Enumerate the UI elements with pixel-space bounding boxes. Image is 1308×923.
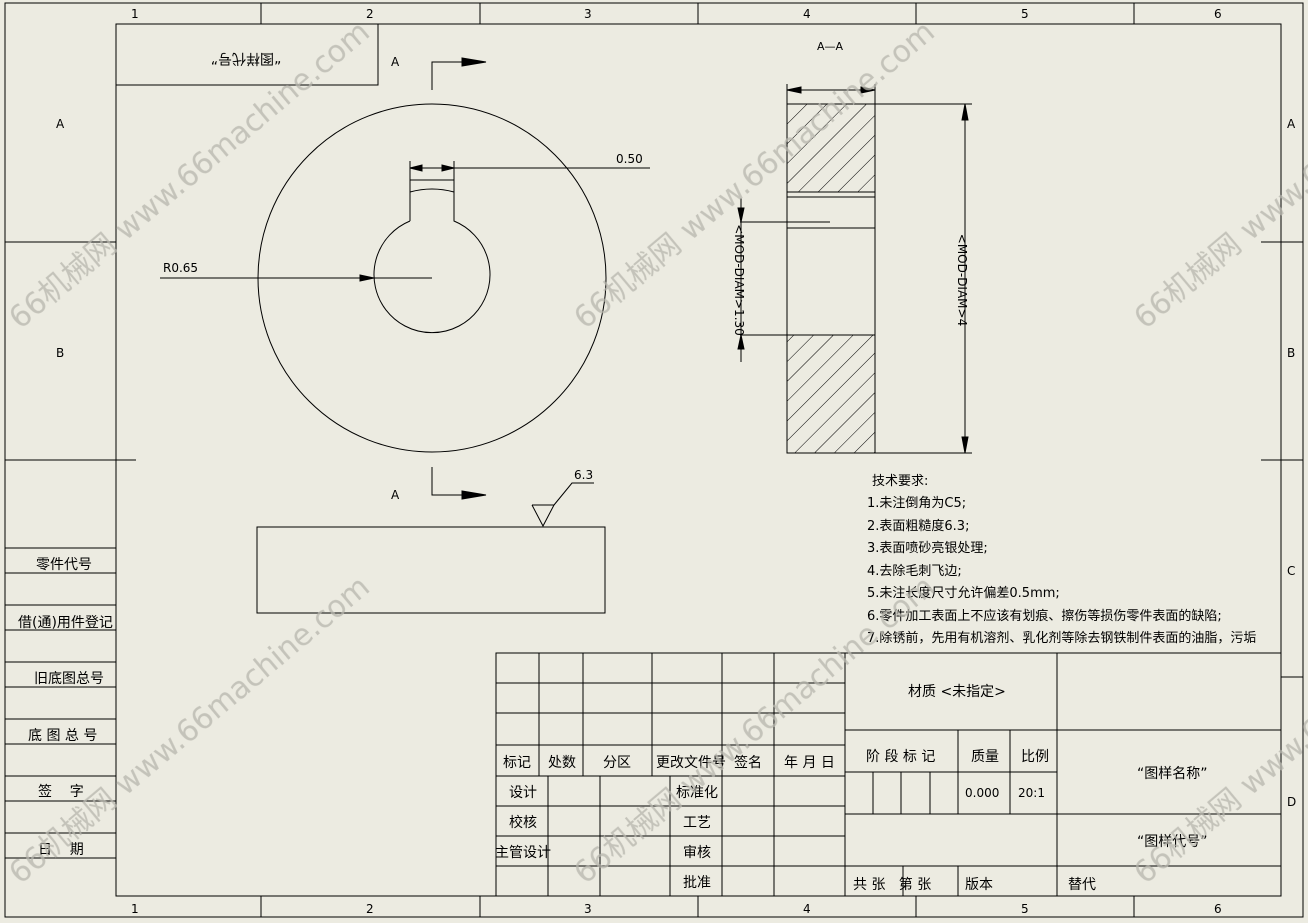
zone-col-top-4: 4 <box>803 7 811 21</box>
zone-row-left-a: A <box>56 117 65 131</box>
zone-col-bottom-3: 3 <box>584 902 592 916</box>
outer-frame <box>4 2 1304 918</box>
strip-part-code: 零件代号 <box>36 557 92 573</box>
approval-rows: 标准化 工艺 审核 批准 <box>676 785 718 891</box>
zone-ticks <box>5 3 1303 917</box>
section-title: A—A <box>817 40 844 53</box>
zone-col-top-3: 3 <box>584 7 592 21</box>
stage-header: 阶 段 标 记 <box>866 749 935 765</box>
zone-col-top-6: 6 <box>1214 7 1222 21</box>
roughness-symbol <box>531 482 594 528</box>
outer-diameter-dim: <MOD-DIAM>4 <box>955 234 969 326</box>
zone-row-right-a: A <box>1287 117 1296 131</box>
edge-view-rect <box>256 526 606 614</box>
zone-col-bottom-2: 2 <box>366 902 374 916</box>
zone-labels: 1 2 3 4 5 6 1 2 3 4 5 6 A B A B C D <box>56 7 1296 916</box>
zone-col-bottom-5: 5 <box>1021 902 1029 916</box>
zone-row-right-b: B <box>1287 346 1295 360</box>
hdr-zone: 分区 <box>603 755 631 771</box>
zone-col-bottom-1: 1 <box>131 902 139 916</box>
front-view <box>160 57 650 500</box>
zone-row-right-d: D <box>1287 795 1296 809</box>
hdr-mark: 标记 <box>503 755 531 771</box>
zone-col-top-2: 2 <box>366 7 374 21</box>
tech-heading: 技术要求: <box>872 474 928 489</box>
strip-old-base-number: 旧底图总号 <box>34 671 104 687</box>
zone-row-left-b: B <box>56 346 64 360</box>
zone-col-bottom-4: 4 <box>803 902 811 916</box>
row-design: 设计 <box>509 785 537 801</box>
drawing-number-box <box>115 23 379 86</box>
keyway-width-dim: 0.50 <box>616 152 643 166</box>
strip-borrow-register: 借(通)用件登记 <box>18 615 113 631</box>
section-view <box>737 84 972 454</box>
zone-col-top-1: 1 <box>131 7 139 21</box>
left-strip <box>5 547 116 859</box>
bore-diameter-dim: <MOD-DIAM>1.30 <box>732 224 746 336</box>
section-marker-top: A <box>391 55 400 69</box>
hdr-sign: 签名 <box>734 754 762 771</box>
tech-item-1: 1.未注倒角为C5; <box>867 496 966 511</box>
row-standardize: 标准化 <box>676 785 718 801</box>
bore-keyway-profile <box>373 179 491 334</box>
mass-value: 0.000 <box>965 786 999 800</box>
tech-item-3: 3.表面喷砂亮银处理; <box>867 540 988 556</box>
strip-signature: 签 字 <box>38 783 84 800</box>
sign-rows: 设计 校核 主管设计 <box>495 785 551 861</box>
material-label: 材质 <未指定> <box>908 684 1006 700</box>
row-review: 审核 <box>683 845 711 861</box>
drawing-number-text: “图样代号” <box>211 50 282 66</box>
bore-radius-dim: R0.65 <box>163 261 198 275</box>
row-check: 校核 <box>509 814 537 831</box>
tech-item-6: 6.零件加工表面上不应该有划痕、擦伤等损伤零件表面的缺陷; <box>867 608 1222 624</box>
mass-header: 质量 <box>971 749 999 765</box>
roughness-value: 6.3 <box>574 468 593 482</box>
sheets-label: 共 张 第 张 <box>853 876 931 893</box>
strip-base-number: 底 图 总 号 <box>28 728 97 744</box>
row-approve: 批准 <box>683 875 711 891</box>
hatch-top <box>786 103 876 193</box>
tech-item-5: 5.未注长度尺寸允许偏差0.5mm; <box>867 585 1060 601</box>
zone-col-bottom-6: 6 <box>1214 902 1222 916</box>
drawing-code: “图样代号” <box>1137 834 1208 850</box>
scale-header: 比例 <box>1021 749 1049 765</box>
strip-date: 日 期 <box>38 842 84 858</box>
tech-item-2: 2.表面粗糙度6.3; <box>867 518 969 534</box>
row-chief-design: 主管设计 <box>495 845 551 861</box>
tech-item-4: 4.去除毛刺飞边; <box>867 564 962 579</box>
replace-label: 替代 <box>1068 877 1096 893</box>
hatch-bottom <box>786 334 876 454</box>
section-marker-bottom: A <box>391 488 400 502</box>
title-block-grid <box>495 652 1282 897</box>
left-strip-labels: 零件代号 借(通)用件登记 旧底图总号 底 图 总 号 签 字 日 期 <box>18 557 113 858</box>
watermark-2: 66机械网 www.66machine.com <box>568 14 942 336</box>
hdr-date: 年 月 日 <box>784 755 835 771</box>
drawing-name: “图样名称” <box>1137 766 1208 782</box>
hdr-change-doc: 更改文件号 <box>656 755 726 771</box>
zone-col-top-5: 5 <box>1021 7 1029 21</box>
row-process: 工艺 <box>683 815 711 831</box>
tech-item-7: 7.除锈前，先用有机溶剂、乳化剂等除去钢铁制件表面的油脂，污垢 <box>867 630 1256 646</box>
revision-headers: 标记 处数 分区 更改文件号 签名 年 月 日 <box>503 754 835 771</box>
version-label: 版本 <box>965 877 993 893</box>
scale-value: 20:1 <box>1018 786 1045 800</box>
hdr-count: 处数 <box>548 755 576 771</box>
watermark-1: 66机械网 www.66machine.com <box>3 14 377 336</box>
zone-row-right-c: C <box>1287 564 1295 578</box>
tech-requirements: 技术要求: 1.未注倒角为C5; 2.表面粗糙度6.3; 3.表面喷砂亮银处理;… <box>867 474 1256 646</box>
